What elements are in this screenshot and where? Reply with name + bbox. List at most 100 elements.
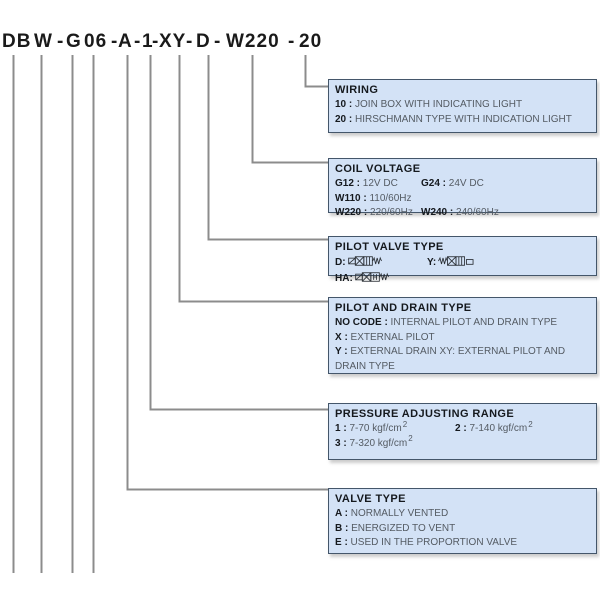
spec-entry: X : EXTERNAL PILOT [335,331,435,346]
code-description: EXTERNAL PILOT [347,331,435,343]
spec-entry: Y : EXTERNAL DRAIN XY: EXTERNAL PILOT AN… [335,345,590,374]
code-label: W220 : [335,207,368,218]
code-description: USED IN THE PROPORTION VALVE [347,537,518,548]
superscript: 2 [408,434,413,444]
model-code-segment: DB [2,31,32,52]
code-label: 10 : [335,99,353,110]
model-code-segment: D [196,31,211,52]
spec-entry: W240 : 240/60Hz [421,206,507,221]
code-description: 7-320 kgf/cm [346,437,408,449]
model-code-segment: 20 [299,31,323,52]
spec-row: A : NORMALLY VENTED [335,507,590,522]
model-code-segment: W [34,31,53,52]
code-label: NO CODE : [335,317,388,328]
code-label: Y : [335,346,348,357]
box-title-valve-type: VALVE TYPE [335,493,406,505]
pilot-valve-symbol-y-icon [438,256,474,266]
wiring-box: WIRING 10 : JOIN BOX WITH INDICATING LIG… [328,79,597,133]
spec-row: E : USED IN THE PROPORTION VALVE [335,536,590,551]
code-label: D: [335,257,346,268]
model-code-segment: - [134,31,142,52]
model-code-segment: - [214,31,222,52]
code-label: 3 : [335,437,347,449]
pilot-valve-symbol-d-icon [347,256,382,266]
spec-row: 10 : JOIN BOX WITH INDICATING LIGHT [335,98,590,113]
code-description: 24V DC [446,178,484,189]
code-label: E : [335,537,348,548]
spec-entry: W110 : 110/60Hz [335,192,421,207]
connector-line-d-pilot-valve [207,55,328,241]
box-title-pilot-valve-type: PILOT VALVE TYPE [335,241,444,253]
spec-row: 3 : 7-320 kgf/cm2 [335,434,590,452]
model-code-segment: A [118,31,133,52]
model-code-segment: - [57,31,65,52]
spec-entry: B : ENERGIZED TO VENT [335,522,455,537]
spec-entry: W220 : 220/60Hz [335,206,421,221]
code-label: G12 : [335,178,361,189]
model-code-segment: W220 [226,31,280,52]
connector-line-xy-pilot-drain [178,55,328,303]
superscript: 2 [402,419,408,429]
model-code-segment: 06 [84,31,108,52]
spec-row: D: Y: HA: [335,255,590,286]
spec-entry: 20 : HIRSCHMANN TYPE WITH INDICATION LIG… [335,113,572,128]
code-description: 110/60Hz [366,192,412,204]
code-label: 2 : [455,423,467,434]
code-description: HIRSCHMANN TYPE WITH INDICATION LIGHT [352,113,572,125]
connector-line-1-pressure [149,55,328,411]
model-code-segment: 1 [142,31,154,52]
spec-row: Y : EXTERNAL DRAIN XY: EXTERNAL PILOT AN… [335,345,590,374]
spec-entry: G24 : 24V DC [421,177,507,192]
model-code-segment: - [111,31,119,52]
code-label: G24 : [421,178,447,189]
code-description: NORMALLY VENTED [347,508,449,519]
spec-entry: 3 : 7-320 kgf/cm2 [335,434,455,452]
code-description: 240/60Hz [453,207,499,218]
code-label: A : [335,508,348,519]
code-label: B : [335,522,349,534]
code-label: HA: [335,272,353,284]
spec-row: X : EXTERNAL PILOT [335,331,590,346]
model-code-segment: XY [159,31,187,52]
box-title-wiring: WIRING [335,84,379,96]
spec-entry: 2 : 7-140 kgf/cm2 [455,419,575,437]
superscript: 2 [528,419,533,429]
spec-row: 20 : HIRSCHMANN TYPE WITH INDICATION LIG… [335,113,590,128]
code-description: JOIN BOX WITH INDICATING LIGHT [352,99,523,110]
pressure-adjusting-range-box: PRESSURE ADJUSTING RANGE 1 : 7-70 kgf/cm… [328,403,597,460]
model-code-segment: - [186,31,194,52]
spec-entry: Y: [427,255,519,271]
spec-entry: HA: [335,271,427,287]
spec-entry: E : USED IN THE PROPORTION VALVE [335,536,517,551]
connector-line-a-valve-type [126,55,328,491]
code-description: 220/60Hz [367,207,413,218]
pilot-valve-symbol-ha-icon [355,271,389,282]
code-label: W240 : [421,207,454,218]
code-label: X : [335,331,348,343]
pilot-and-drain-type-box: PILOT AND DRAIN TYPE NO CODE : INTERNAL … [328,297,597,374]
box-title-coil-voltage: COIL VOLTAGE [335,163,421,175]
spec-entry: D: [335,255,427,271]
model-code-segment: - [288,31,296,52]
box-title-pilot-and-drain-type: PILOT AND DRAIN TYPE [335,302,472,314]
code-label: 20 : [335,113,353,125]
spec-entry: G12 : 12V DC [335,177,421,192]
spec-entry: NO CODE : INTERNAL PILOT AND DRAIN TYPE [335,316,557,331]
code-description: 7-70 kgf/cm [346,423,402,434]
code-description: 7-140 kgf/cm [466,423,528,434]
spec-entry: 10 : JOIN BOX WITH INDICATING LIGHT [335,98,522,113]
model-code-segment: - [152,31,160,52]
code-label: Y: [427,257,437,268]
spec-row: NO CODE : INTERNAL PILOT AND DRAIN TYPE [335,316,590,331]
code-label: W110 : [335,192,367,204]
code-description: EXTERNAL DRAIN XY: EXTERNAL PILOT AND DR… [335,346,566,372]
connector-line-20-wiring [304,55,328,88]
spec-entry: 1 : 7-70 kgf/cm2 [335,419,455,437]
code-label: 1 : [335,423,347,434]
